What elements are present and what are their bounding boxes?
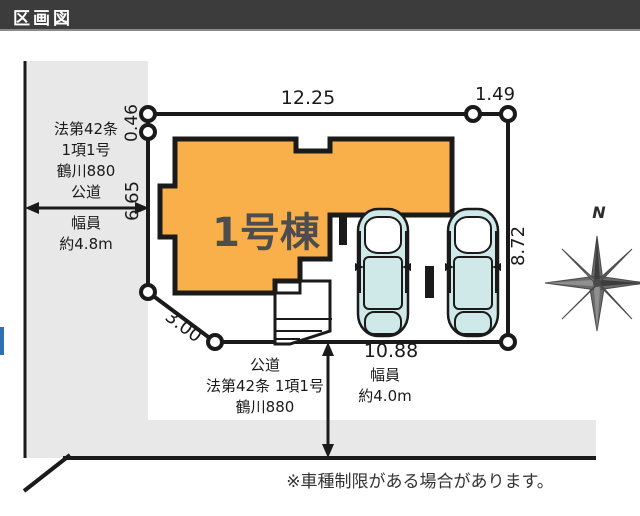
west-road-line3: 鶴川880: [57, 162, 116, 180]
west-road-line1: 法第42条: [54, 120, 118, 138]
west-road-width-label: 幅員: [71, 214, 101, 232]
dimension-top-left-small: 0.46: [122, 104, 142, 142]
corner-marker-bottom-left: [206, 333, 224, 351]
west-road-area: [24, 61, 148, 458]
south-road-width-arrow: [322, 342, 334, 458]
corner-marker-left-mid: [139, 283, 157, 301]
west-road-line4: 公道: [71, 183, 101, 201]
dimension-bottom-main: 10.88: [364, 340, 418, 362]
corner-marker-top-right-b: [499, 105, 517, 123]
compass-north-label: N: [592, 203, 606, 222]
south-road-extension: [116, 420, 596, 458]
left-edge-marker: [0, 327, 4, 355]
south-road-width-value: 約4.0m: [358, 387, 411, 405]
corner-marker-bottom-right: [499, 333, 517, 351]
header-bar: 区画図: [0, 0, 640, 31]
parking-restriction-note: ※車種制限がある場合があります。: [286, 472, 554, 492]
corner-marker-top-right-a: [464, 105, 482, 123]
west-road-width-arrow: [25, 202, 149, 214]
dimension-top-right-small: 1.49: [475, 84, 515, 105]
compass-rose-icon: [544, 235, 640, 332]
south-road-width-label: 幅員: [370, 366, 400, 384]
wall-stub-upper: [339, 213, 347, 245]
dimension-right-vertical: 8.72: [508, 226, 529, 266]
south-road-diagonal-edge: [22, 453, 72, 493]
dimension-left-vertical: 6.65: [122, 181, 143, 221]
building-footprint: [157, 136, 455, 296]
south-road-line3: 鶴川880: [236, 398, 295, 416]
dimension-top-main: 12.25: [281, 87, 335, 109]
page-title: 区画図: [13, 9, 73, 29]
plot-diagram: 1号棟: [0, 61, 640, 493]
corner-marker-top-left-b: [139, 123, 157, 141]
south-road-line1: 公道: [250, 356, 280, 374]
entrance-porch: [273, 279, 332, 346]
wall-stub-middle: [425, 266, 434, 298]
west-road-width-value: 約4.8m: [59, 235, 112, 253]
west-road-line2: 1項1号: [61, 141, 110, 159]
dimension-bottom-diagonal: 3.00: [161, 306, 206, 347]
corner-marker-top-left-a: [139, 105, 157, 123]
parking-car-2: [445, 207, 501, 338]
building-label: 1号棟: [212, 210, 321, 256]
parking-car-1: [355, 207, 411, 338]
south-road-line2: 法第42条 1項1号: [206, 377, 324, 395]
